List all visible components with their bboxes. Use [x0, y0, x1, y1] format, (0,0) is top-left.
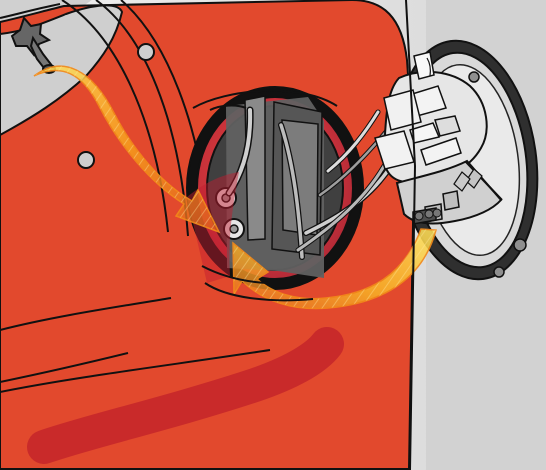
illustration-canvas [0, 0, 546, 470]
appliance-diagram [0, 0, 546, 470]
